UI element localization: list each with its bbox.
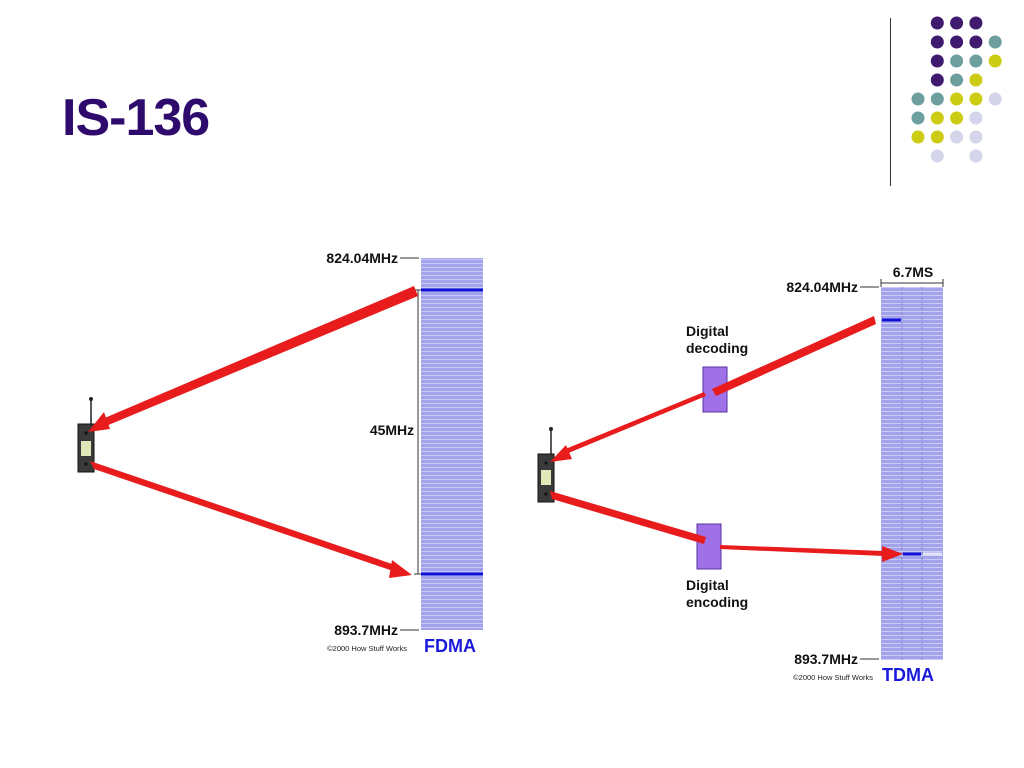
- decorative-dot: [911, 130, 925, 144]
- tdma-label: TDMA: [882, 665, 934, 685]
- decorative-dot: [988, 54, 1002, 68]
- tdma-slot-time-label: 6.7MS: [893, 264, 933, 280]
- tdma-uplink-arrow-shaft-1: [550, 491, 706, 544]
- decorative-dot: [969, 73, 983, 87]
- decorative-dot: [950, 92, 964, 106]
- fdma-copyright: ©2000 How Stuff Works: [327, 644, 407, 653]
- decorative-dot: [969, 111, 983, 125]
- fdma-downlink-arrowhead: [88, 412, 110, 432]
- fdma-gap-label: 45MHz: [370, 422, 414, 438]
- decorative-dot: [969, 35, 983, 49]
- tdma-copyright: ©2000 How Stuff Works: [793, 673, 873, 682]
- decorative-dot: [988, 92, 1002, 106]
- digital-decoding-label-line1: Digital: [686, 323, 729, 339]
- decorative-dot: [988, 35, 1002, 49]
- decorative-dot: [969, 54, 983, 68]
- tdma-top-frequency-label: 824.04MHz: [786, 279, 858, 295]
- digital-decoding-label-line2: decoding: [686, 340, 748, 356]
- digital-encoder-box: [696, 523, 722, 570]
- fdma-phone-icon: [77, 397, 95, 473]
- fdma-label: FDMA: [424, 636, 476, 656]
- decorative-dot: [950, 111, 964, 125]
- decorative-dot: [950, 35, 964, 49]
- tdma-downlink-arrow-shaft-2: [563, 392, 706, 454]
- decorative-dot: [950, 54, 964, 68]
- tdma-uplink-arrow-shaft-2: [720, 545, 884, 556]
- fdma-uplink-arrowhead: [389, 560, 412, 578]
- decorative-dot: [911, 111, 925, 125]
- fdma-frequency-band: [421, 258, 483, 630]
- digital-encoding-label-line1: Digital: [686, 577, 729, 593]
- fdma-uplink-arrow-shaft: [90, 461, 398, 572]
- digital-encoding-label-line2: encoding: [686, 594, 748, 610]
- decorative-dot: [930, 73, 944, 87]
- fdma-top-frequency-label: 824.04MHz: [326, 250, 398, 266]
- decorative-dot-grid: [911, 16, 1002, 163]
- decorative-dot: [950, 73, 964, 87]
- decorative-dot: [930, 16, 944, 30]
- tdma-frequency-band: [881, 287, 943, 660]
- decorative-dot: [969, 16, 983, 30]
- decorative-dot: [911, 92, 925, 106]
- decorative-dot: [930, 111, 944, 125]
- decorative-dot: [930, 35, 944, 49]
- decorative-dot: [969, 92, 983, 106]
- tdma-downlink-arrow-shaft-1: [712, 316, 876, 396]
- tdma-phone-icon: [537, 427, 555, 503]
- tdma-bottom-frequency-label: 893.7MHz: [794, 651, 858, 667]
- decorative-dot: [930, 54, 944, 68]
- decorative-dot: [950, 16, 964, 30]
- fdma-bottom-frequency-label: 893.7MHz: [334, 622, 398, 638]
- decorative-dot: [969, 149, 983, 163]
- title-divider-line: [890, 18, 891, 186]
- decorative-dot: [930, 130, 944, 144]
- tdma-uplink-arrowhead: [882, 546, 903, 562]
- decorative-dot: [969, 130, 983, 144]
- fdma-downlink-arrow-shaft: [100, 286, 418, 426]
- decorative-dot: [950, 130, 964, 144]
- slide-title: IS-136: [62, 89, 210, 147]
- decorative-dot: [930, 149, 944, 163]
- fdma-diagram: 824.04MHz 45MHz 893.7MHz ©2000 How Stuff…: [77, 250, 483, 656]
- tdma-downlink-arrowhead: [550, 445, 572, 462]
- decorative-dot: [930, 92, 944, 106]
- tdma-diagram: 6.7MS 824.04MHz 893.7MHz ©2000 How Stuff…: [537, 264, 944, 685]
